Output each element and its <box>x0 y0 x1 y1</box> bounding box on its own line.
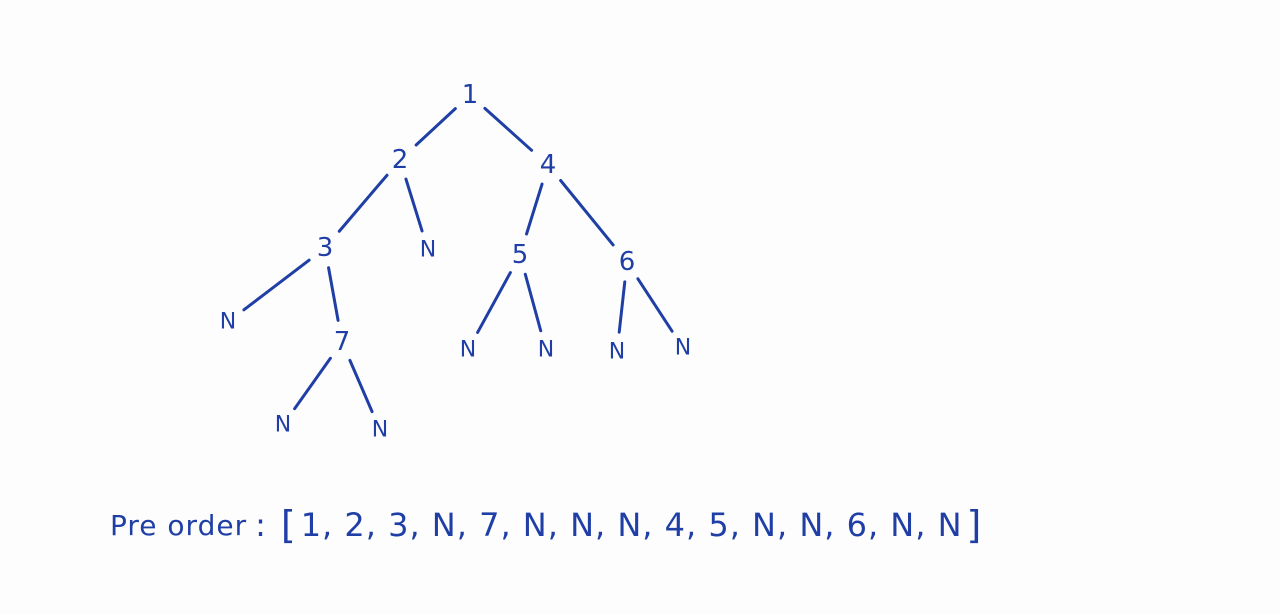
edge-n3-n3l <box>242 258 311 312</box>
tree-node: 3 <box>317 233 334 263</box>
edge-n4-n5 <box>525 182 544 236</box>
null-node: N <box>220 310 236 335</box>
tree-node: 1 <box>462 80 479 110</box>
edge-n7-n7l <box>293 356 332 411</box>
edge-n5-n5r <box>523 272 543 333</box>
tree-node: 4 <box>540 150 557 180</box>
edge-n3-n7 <box>327 266 340 322</box>
tree-edges <box>242 106 674 414</box>
preorder-label: Pre order <box>110 508 248 542</box>
tree-node: 6 <box>619 247 636 277</box>
edge-n4-n6 <box>559 179 615 247</box>
tree-node: 2 <box>392 145 409 175</box>
edge-n7-n7r <box>348 358 374 414</box>
null-node: N <box>275 413 291 438</box>
edge-n6-n6r <box>636 277 674 333</box>
edge-n2-n2r <box>404 177 424 233</box>
null-node: N <box>420 238 436 263</box>
tree-node: 5 <box>512 240 529 270</box>
null-node: N <box>675 336 691 361</box>
null-node: N <box>372 418 388 443</box>
null-node: N <box>460 338 476 363</box>
tree-node: 7 <box>334 327 351 357</box>
edge-n1-n2 <box>414 107 457 147</box>
null-node: N <box>609 340 625 365</box>
open-bracket: [ <box>280 503 297 547</box>
null-node: N <box>538 338 554 363</box>
preorder-sequence: 1, 2, 3, N, 7, N, N, N, 4, 5, N, N, 6, N… <box>300 506 963 544</box>
preorder-caption: Pre order : [ 1, 2, 3, N, 7, N, N, N, 4,… <box>110 500 982 550</box>
edge-n2-n3 <box>337 173 389 233</box>
preorder-colon: : <box>255 506 267 544</box>
close-bracket: ] <box>966 503 983 547</box>
edge-n1-n4 <box>483 106 534 152</box>
edge-n5-n5l <box>476 271 512 334</box>
edge-n6-n6l <box>617 280 627 334</box>
